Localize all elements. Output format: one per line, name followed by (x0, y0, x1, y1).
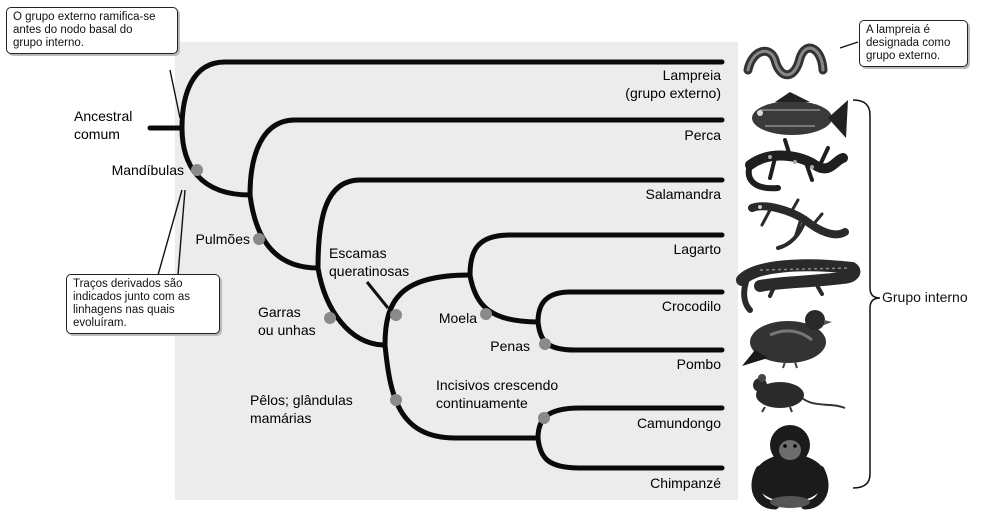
root-label-line: comum (74, 126, 120, 142)
callout-line: grupo externo. (866, 50, 941, 62)
chimpanze-branch (535, 435, 725, 471)
callout-line: Traços derivados são (73, 278, 183, 290)
callout-line: designada como (866, 37, 951, 49)
crocodile-icon (736, 259, 861, 313)
perca-branch (247, 117, 725, 198)
root-label-line: Ancestral (74, 108, 132, 124)
pigeon-icon (742, 310, 832, 369)
ingroup-bracket (852, 99, 881, 489)
pointer-outgroup (169, 69, 181, 119)
trait-dot-pulmoes (253, 233, 265, 245)
tetrapod-stem-branch (247, 192, 321, 271)
amniote-stem-branch (315, 265, 388, 348)
callout-line: O grupo externo ramifica-se (13, 11, 156, 23)
trait-dot-penas (539, 338, 551, 350)
taxon-labels: Lampreia (grupo externo) Perca Salamandr… (625, 67, 721, 491)
reptile-stem-branch (382, 272, 473, 348)
trait-label-pulmoes: Pulmões (196, 231, 250, 247)
pombo-branch (535, 319, 725, 353)
mammal-stem-branch (382, 342, 541, 441)
trait-dot-mandibulas (191, 164, 203, 176)
trait-label-pelos: mamárias (250, 410, 311, 426)
trait-dots (191, 164, 551, 424)
trait-label-escamas: Escamas (329, 245, 387, 261)
trait-dot-incisivos (538, 412, 550, 424)
lamprey-icon (743, 43, 828, 80)
mouse-icon (753, 374, 846, 413)
animal-illustrations (736, 43, 861, 510)
taxon-label-pombo: Pombo (677, 356, 722, 372)
callout-line: A lampreia é (866, 24, 930, 36)
trait-label-incisivos: continuamente (436, 395, 528, 411)
lizard-icon (748, 198, 849, 250)
pointer-derived-traits-1 (157, 189, 183, 276)
callout-line: antes do nodo basal do (13, 24, 133, 36)
trait-label-penas: Penas (490, 338, 530, 354)
trait-dot-escamas (390, 309, 402, 321)
trait-label-escamas: queratinosas (329, 263, 409, 279)
taxon-sublabel-lampreia: (grupo externo) (625, 85, 721, 101)
callout-line: evoluíram. (73, 317, 127, 329)
callout-line: grupo interno. (13, 37, 84, 49)
callout-outgroup-branch: O grupo externo ramifica-se antes do nod… (6, 7, 178, 54)
ingroup-label-text: Grupo interno (882, 289, 968, 305)
salamander-icon (745, 138, 848, 192)
lamprey-branch (179, 59, 725, 131)
callout-pointers (157, 41, 859, 309)
trait-labels: Mandíbulas Pulmões Garras ou unhas Escam… (112, 162, 559, 426)
ingroup-stem-branch (179, 125, 253, 198)
chimpanzee-icon (751, 425, 829, 510)
crocodilo-branch (535, 289, 725, 325)
trait-label-incisivos: Incisivos crescendo (436, 377, 558, 393)
fish-icon (752, 92, 848, 138)
trait-label-moela: Moela (439, 310, 477, 326)
salamandra-branch (315, 177, 725, 271)
taxon-label-camundongo: Camundongo (637, 415, 721, 431)
taxon-label-lampreia: Lampreia (663, 67, 722, 83)
ingroup-label: Grupo interno (882, 289, 968, 305)
callout-lamprey-outgroup: A lampreia é designada como grupo extern… (859, 20, 968, 67)
callout-derived-traits: Traços derivados são indicados junto com… (66, 274, 220, 334)
pointer-lamprey (839, 41, 859, 49)
taxon-label-lagarto: Lagarto (674, 241, 722, 257)
taxon-label-chimpanze: Chimpanzé (650, 475, 721, 491)
pointer-escamas (365, 281, 390, 309)
camundongo-branch (535, 405, 725, 441)
trait-dot-moela (480, 308, 492, 320)
root-label: Ancestral comum (74, 108, 132, 142)
trait-label-pelos: Pêlos; glândulas (250, 392, 353, 408)
callout-line: indicados junto com as (73, 291, 190, 303)
pointer-derived-traits-2 (177, 189, 186, 276)
taxon-label-perca: Perca (684, 127, 721, 143)
lagarto-branch (467, 232, 725, 278)
taxon-label-salamandra: Salamandra (646, 186, 722, 202)
callout-line: linhagens nas quais (73, 304, 175, 316)
trait-label-mandibulas: Mandíbulas (112, 162, 184, 178)
trait-dot-pelos (390, 394, 402, 406)
trait-dot-garras (324, 312, 336, 324)
trait-label-garras: ou unhas (258, 322, 316, 338)
trait-label-garras: Garras (258, 304, 301, 320)
taxon-label-crocodilo: Crocodilo (662, 298, 721, 314)
